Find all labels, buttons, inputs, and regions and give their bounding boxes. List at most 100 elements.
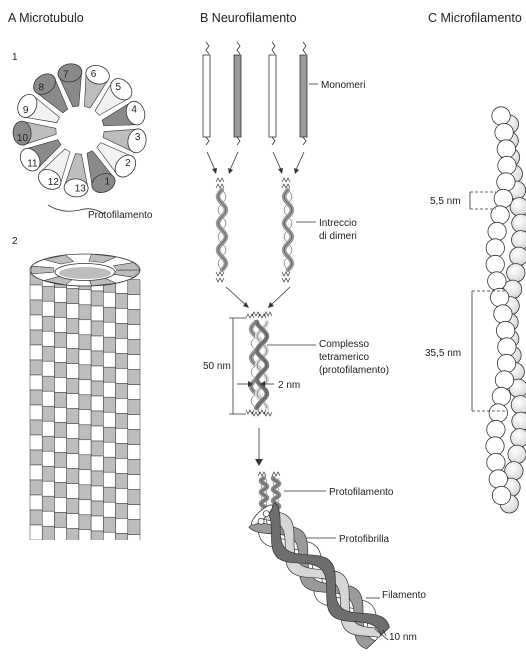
- tubulin-block: [67, 289, 79, 304]
- panel-a-title: A Microtubulo: [8, 11, 84, 25]
- actin-monomer: [492, 107, 510, 125]
- dimer-right: [282, 178, 292, 282]
- tubulin-block: [103, 442, 115, 457]
- tubulin-block: [30, 345, 42, 360]
- tetramer-label-line2: tetramerico: [319, 352, 369, 363]
- panel-b-title: B Neurofilamento: [200, 11, 297, 25]
- tubulin-block: [128, 415, 140, 430]
- tubulin-block: [116, 503, 128, 518]
- actin-double-helix: [486, 107, 526, 513]
- tubulin-block: [79, 470, 91, 485]
- actin-monomer: [498, 338, 516, 356]
- tubulin-block: [42, 481, 54, 496]
- tubulin-block: [54, 347, 66, 362]
- tubulin-block: [116, 383, 128, 398]
- tubulin-block: [79, 440, 91, 455]
- tubulin-block: [42, 406, 54, 421]
- tubulin-block: [30, 465, 42, 480]
- tubulin-block: [103, 337, 115, 352]
- tubulin-block: [116, 368, 128, 383]
- tubulin-block: [67, 499, 79, 514]
- tubulin-block: [30, 525, 42, 540]
- tubulin-block: [116, 338, 128, 353]
- tubulin-block: [67, 454, 79, 469]
- tubulin-block: [67, 304, 79, 319]
- tubulin-block: [79, 515, 91, 530]
- tubulin-block: [103, 352, 115, 367]
- tubulin-block: [67, 484, 79, 499]
- tubulin-block: [54, 302, 66, 317]
- actin-monomer: [497, 140, 515, 158]
- protofilament-number: 12: [48, 177, 60, 188]
- protofilament-number: 11: [27, 159, 38, 170]
- tubulin-block: [128, 445, 140, 460]
- tubulin-block: [79, 395, 91, 410]
- tubulin-block: [116, 518, 128, 533]
- protofilament-number: 2: [125, 158, 131, 169]
- protofilament-number: 7: [63, 69, 69, 80]
- actin-monomer: [487, 453, 505, 471]
- dimer-label-line2: di dimeri: [319, 231, 357, 242]
- tubulin-block: [42, 526, 54, 541]
- tubulin-block: [91, 471, 103, 486]
- tubulin-block: [67, 469, 79, 484]
- tubulin-block: [91, 351, 103, 366]
- tubulin-block: [30, 495, 42, 510]
- tubulin-block: [91, 366, 103, 381]
- tubulin-block: [42, 286, 54, 301]
- panel-c: C Microfilamento 5,5 nm 35,5 nm: [425, 11, 526, 513]
- tubulin-block: [103, 322, 115, 337]
- tubulin-block: [116, 488, 128, 503]
- tubulin-block: [79, 425, 91, 440]
- protofilament-number: 1: [104, 177, 110, 188]
- actin-monomer: [512, 214, 526, 232]
- tubulin-block: [103, 472, 115, 487]
- protofilament-number: 4: [131, 105, 137, 116]
- tubulin-block: [54, 407, 66, 422]
- tubulin-block: [67, 439, 79, 454]
- tubulin-block: [30, 420, 42, 435]
- actin-monomer: [510, 247, 526, 265]
- actin-monomer: [489, 470, 507, 488]
- protofilament-number: 5: [115, 82, 121, 93]
- tubulin-block: [42, 301, 54, 316]
- filament-label: Filamento: [382, 590, 426, 601]
- tubulin-block: [30, 375, 42, 390]
- tubulin-block: [42, 331, 54, 346]
- tubulin-block: [128, 520, 140, 535]
- tubulin-block: [128, 490, 140, 505]
- panel-a-fig1-label: 1: [12, 52, 18, 63]
- monomer-rod: [234, 55, 241, 137]
- tubulin-block: [103, 382, 115, 397]
- actin-monomer: [511, 429, 526, 447]
- actin-monomer: [494, 189, 512, 207]
- actin-monomer: [486, 239, 504, 257]
- actin-monomer: [486, 255, 504, 273]
- actin-monomer: [488, 272, 506, 290]
- tubulin-block: [116, 458, 128, 473]
- tubulin-block: [54, 497, 66, 512]
- tubulin-block: [128, 460, 140, 475]
- protofilament-number: 13: [75, 183, 87, 194]
- actin-monomer: [489, 404, 507, 422]
- tubulin-block: [54, 452, 66, 467]
- monomers: [203, 42, 307, 145]
- tubulin-block: [128, 280, 140, 295]
- actin-monomer: [488, 222, 506, 240]
- actin-monomer: [508, 445, 526, 463]
- actin-monomer: [492, 486, 510, 504]
- tubulin-block: [91, 306, 103, 321]
- tubulin-block: [79, 485, 91, 500]
- tubulin-block: [91, 381, 103, 396]
- tubulin-block: [30, 390, 42, 405]
- tubulin-block: [30, 510, 42, 525]
- actin-monomer: [497, 354, 515, 372]
- tubulin-block: [128, 340, 140, 355]
- tubulin-block: [42, 451, 54, 466]
- tubulin-block: [54, 362, 66, 377]
- tubulin-block: [91, 516, 103, 531]
- actin-monomer: [512, 412, 526, 430]
